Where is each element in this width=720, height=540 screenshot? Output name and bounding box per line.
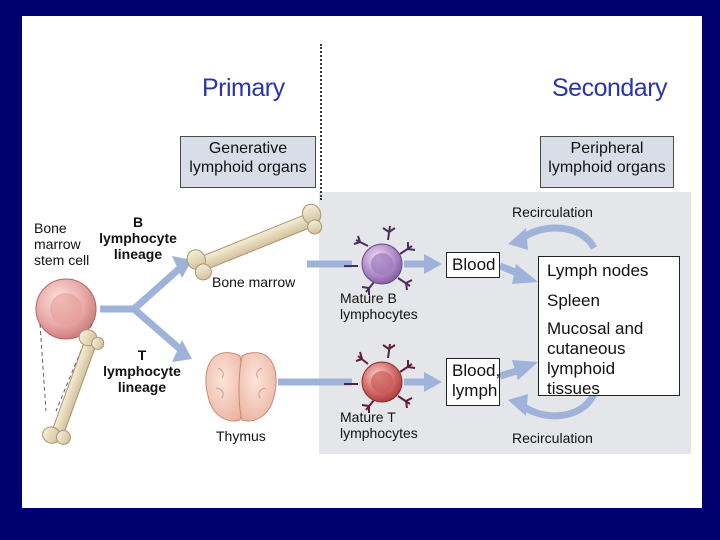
- recirculation-bottom-arrow: [517, 392, 598, 420]
- mature-b-label: Mature B lymphocytes: [340, 290, 418, 322]
- slide: Primary Secondary Generative lymphoid or…: [22, 16, 702, 508]
- primary-heading: Primary: [202, 74, 285, 102]
- recirculation-bottom-label: Recirculation: [512, 430, 593, 446]
- blood-box: Blood: [446, 252, 500, 278]
- divider-line: [320, 44, 322, 200]
- diagram-graphics: [35, 203, 598, 445]
- secondary-heading: Secondary: [552, 74, 668, 102]
- mature-t-label: Mature T lymphocytes: [340, 409, 418, 441]
- stem-cell-label: Bone marrow stem cell: [34, 220, 90, 268]
- thymus-icon: [205, 352, 277, 422]
- t-lineage-label: T lymphocyte lineage: [103, 347, 181, 395]
- recirculation-top-arrow: [517, 224, 598, 250]
- mucosal-item: Mucosal and cutaneous lymphoid tissues: [547, 319, 644, 398]
- femur-bone-icon: [42, 329, 105, 445]
- recirculation-top-label: Recirculation: [512, 204, 593, 220]
- spleen-item: Spleen: [547, 291, 600, 310]
- bone-marrow-icon: [186, 203, 323, 281]
- peripheral-organs-list: Lymph nodes Spleen Mucosal and cutaneous…: [538, 256, 680, 398]
- generative-organs-box: Generative lymphoid organs: [180, 136, 316, 188]
- lineage-branch-arrow: [100, 265, 183, 352]
- t-lymphocyte-icon: [344, 343, 416, 413]
- peripheral-organs-box: Peripheral lymphoid organs: [540, 136, 674, 188]
- thymus-label: Thymus: [216, 428, 266, 444]
- bone-marrow-label: Bone marrow: [212, 274, 296, 290]
- lymph-nodes-item: Lymph nodes: [547, 261, 649, 280]
- stem-cell-icon: [35, 278, 97, 340]
- b-lineage-label: B lymphocyte lineage: [99, 214, 177, 262]
- b-lymphocyte-icon: [344, 225, 416, 295]
- blood-lymph-box: Blood, lymph: [446, 358, 500, 406]
